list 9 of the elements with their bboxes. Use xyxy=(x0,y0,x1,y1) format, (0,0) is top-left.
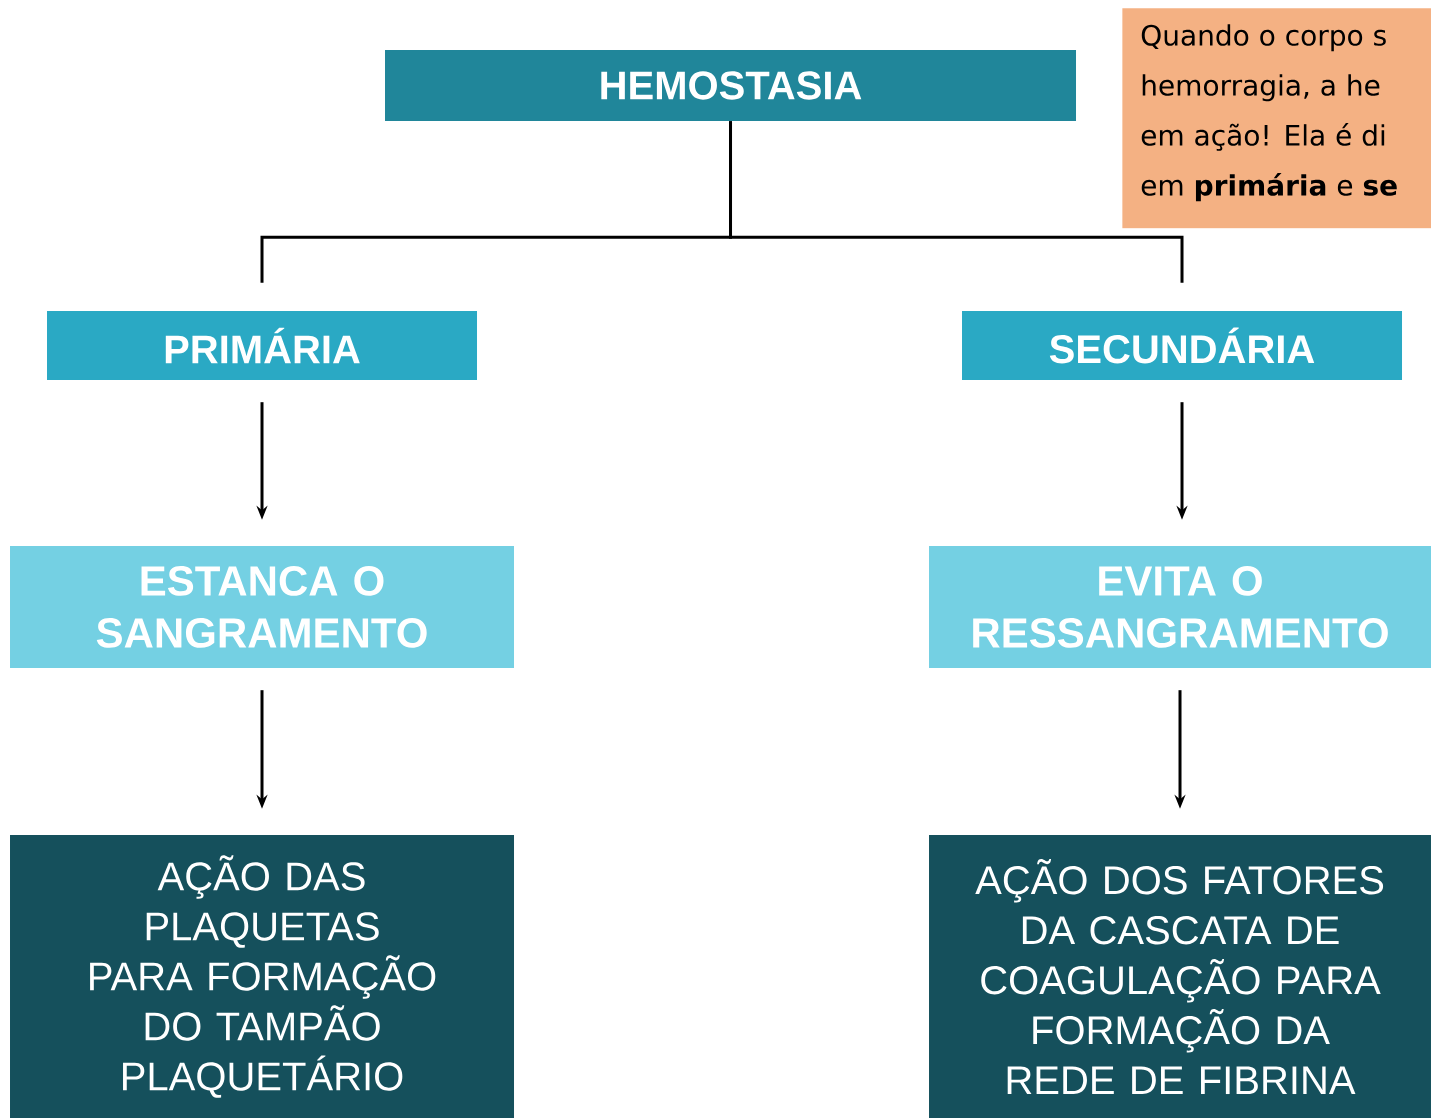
mechanism-box: AÇÃO DAS PLAQUETAS PARA FORMAÇÃO DO TAMPÃO PLAQUETÁRIO xyxy=(10,835,514,1118)
effect-box: EVITA O RESSANGRAMENTO xyxy=(929,546,1431,668)
title-box: HEMOSTASIA xyxy=(385,50,1076,121)
tree-connector xyxy=(729,121,1184,283)
effect-box: ESTANCA O SANGRAMENTO xyxy=(10,546,514,668)
callout-box: Quando o corpo s hemorragia, a he em ação! Ela é di em primária e se xyxy=(1122,8,1431,229)
mechanism-box: AÇÃO DOS FATORES DA CASCATA DE COAGULAÇÃO PARA FORMAÇÃO DA REDE DE FIBRINA xyxy=(929,835,1431,1118)
category-box: SECUNDÁRIA xyxy=(962,311,1402,380)
category-box: PRIMÁRIA xyxy=(47,311,477,380)
